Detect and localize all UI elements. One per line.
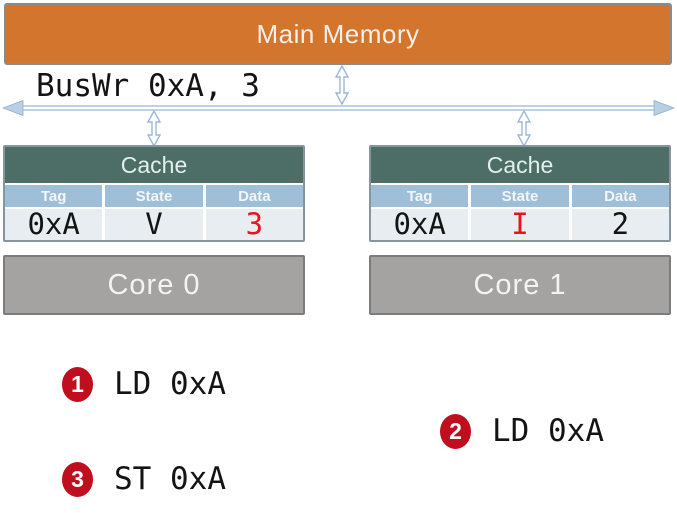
core1-box: Core 1: [369, 255, 671, 315]
cache0-box: Cache Tag State Data 0xA V 3: [3, 145, 305, 242]
cache1-tag-value: 0xA: [371, 209, 469, 240]
cache0-header-data: Data: [205, 185, 303, 207]
cache1-header-tag: Tag: [371, 185, 469, 207]
cache0-header-state: State: [105, 185, 203, 207]
event-2-badge: 2: [440, 413, 471, 449]
event-3-badge: 3: [62, 461, 93, 497]
cache1-state-value: I: [471, 209, 569, 240]
cache1-data-row: 0xA I 2: [371, 207, 669, 240]
cache0-header-row: Tag State Data: [5, 183, 303, 207]
event-3: 3 ST 0xA: [62, 461, 226, 497]
core0-label: Core 0: [107, 268, 201, 301]
cache1-title: Cache: [371, 147, 669, 183]
event-1-badge: 1: [62, 366, 93, 402]
event-2: 2 LD 0xA: [440, 413, 604, 449]
core1-label: Core 1: [473, 268, 567, 301]
cache1-bus-arrow-icon: [516, 109, 532, 148]
main-memory-box: Main Memory: [4, 3, 672, 65]
cache1-header-data: Data: [571, 185, 669, 207]
cache0-state-value: V: [105, 209, 203, 240]
cache0-data-value: 3: [205, 209, 303, 240]
cache1-data-value: 2: [571, 209, 669, 240]
event-1-instruction: LD 0xA: [114, 366, 226, 402]
memory-bus-arrow-icon: [334, 64, 350, 106]
cache0-bus-arrow-icon: [146, 109, 162, 148]
cache0-header-tag: Tag: [5, 185, 103, 207]
core0-box: Core 0: [3, 255, 305, 315]
cache0-title: Cache: [5, 147, 303, 183]
cache1-header-state: State: [471, 185, 569, 207]
event-3-instruction: ST 0xA: [114, 461, 226, 497]
event-2-instruction: LD 0xA: [492, 413, 604, 449]
main-memory-label: Main Memory: [256, 18, 420, 49]
cache1-box: Cache Tag State Data 0xA I 2: [369, 145, 671, 242]
cache0-tag-value: 0xA: [5, 209, 103, 240]
cache1-header-row: Tag State Data: [371, 183, 669, 207]
event-1: 1 LD 0xA: [62, 366, 226, 402]
bus-event-label: BusWr 0xA, 3: [36, 68, 260, 104]
cache0-data-row: 0xA V 3: [5, 207, 303, 240]
